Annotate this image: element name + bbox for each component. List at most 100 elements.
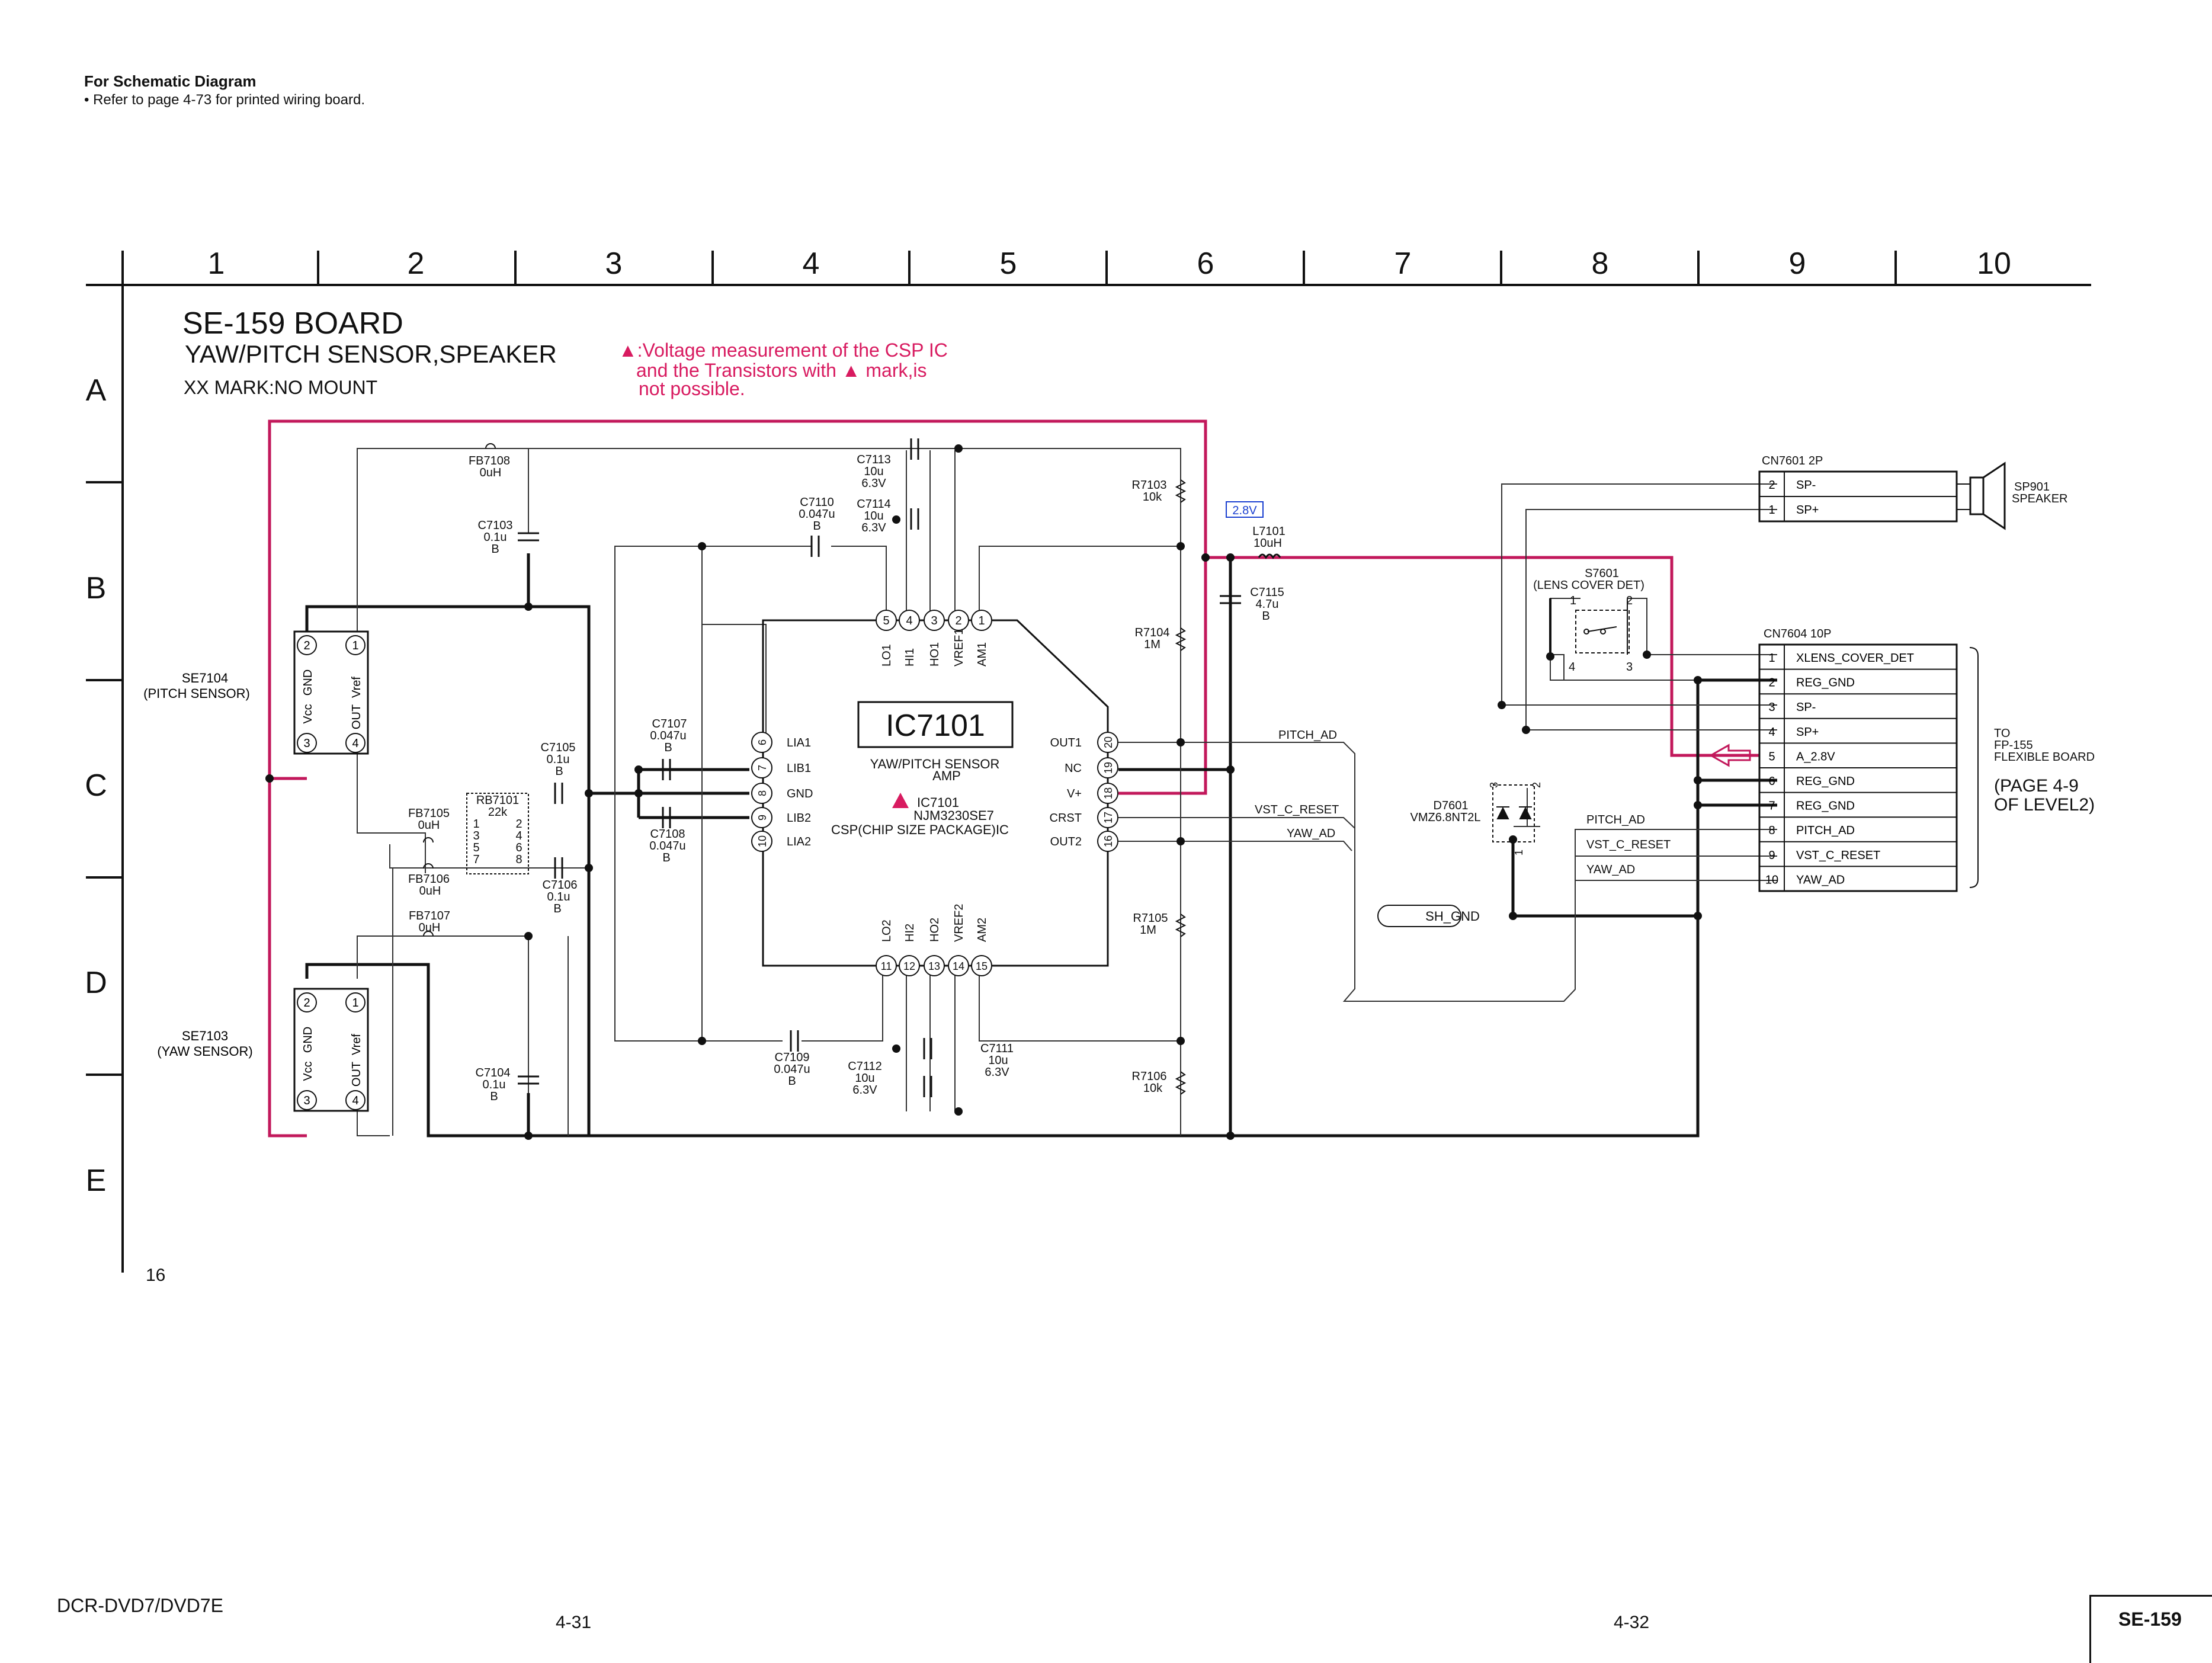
- ic-pin-number: 19: [1102, 762, 1114, 774]
- svg-text:Vcc: Vcc: [302, 704, 315, 723]
- ic-pin-number: 6: [756, 739, 768, 745]
- svg-text:0uH: 0uH: [419, 921, 441, 934]
- pitch-sensor: 2 1 3 4 GND Vref Vcc OUT SE7104 (PITCH S…: [143, 630, 369, 755]
- grid-col-label: 6: [1197, 246, 1214, 281]
- ic-pin-name: AM2: [976, 918, 989, 942]
- ic-pin-name: LIA2: [787, 835, 811, 848]
- ic-pin: [1097, 831, 1118, 852]
- svg-text:0.047u: 0.047u: [774, 1063, 810, 1076]
- board-name: SE-159 BOARD: [182, 306, 403, 341]
- svg-text:B: B: [555, 765, 563, 778]
- svg-text:B: B: [788, 1075, 796, 1088]
- ic-package: CSP(CHIP SIZE PACKAGE)IC: [831, 822, 1009, 837]
- svg-text:C7111: C7111: [980, 1042, 1014, 1055]
- svg-text:PITCH_AD: PITCH_AD: [1586, 813, 1645, 826]
- svg-text:8: 8: [515, 853, 522, 866]
- ic-pin-name: V+: [1067, 787, 1082, 800]
- svg-text:0.1u: 0.1u: [547, 753, 570, 766]
- svg-text:B: B: [664, 741, 672, 754]
- speaker-icon: [1969, 462, 2006, 530]
- cn7604-title: CN7604 10P: [1764, 627, 1832, 640]
- model-name: DCR-DVD7/DVD7E: [57, 1595, 223, 1616]
- svg-text:5: 5: [473, 841, 479, 854]
- ic-pin-number: 18: [1102, 787, 1114, 799]
- svg-text:0.1u: 0.1u: [483, 1078, 506, 1091]
- svg-text:0.047u: 0.047u: [799, 508, 835, 521]
- svg-text:FB7106: FB7106: [408, 873, 450, 886]
- ic-pin-name: LO1: [880, 644, 893, 667]
- svg-text:SP+: SP+: [1796, 504, 1819, 517]
- ic-pin: [751, 807, 772, 828]
- ic-pin: [971, 955, 992, 976]
- svg-text:6.3V: 6.3V: [861, 477, 886, 490]
- ic-pin-name: LIB1: [787, 762, 811, 775]
- connector-pin-name: REG_GND: [1796, 800, 1855, 813]
- ic-pin: [751, 783, 772, 804]
- svg-text:1: 1: [1513, 850, 1525, 855]
- grid-row-label: B: [86, 571, 107, 605]
- svg-text:4: 4: [352, 737, 358, 750]
- svg-text:C7110: C7110: [800, 496, 833, 509]
- grid-col-label: 3: [605, 246, 623, 281]
- svg-text:C7114: C7114: [857, 498, 890, 511]
- grid-row-label: D: [85, 966, 107, 1000]
- svg-text:VST_C_RESET: VST_C_RESET: [1586, 838, 1671, 851]
- ic-pin-number: 17: [1102, 812, 1114, 824]
- signal-labels: PITCH_AD VST_C_RESET YAW_AD PITCH_AD VST…: [1255, 729, 1671, 876]
- svg-text:R7106: R7106: [1132, 1070, 1167, 1083]
- header-title: For Schematic Diagram: [84, 72, 257, 90]
- svg-text:6.3V: 6.3V: [852, 1084, 877, 1097]
- svg-text:(PAGE 4-9: (PAGE 4-9: [1994, 776, 2079, 796]
- ic-part: NJM3230SE7: [913, 808, 994, 823]
- input-arrow-icon: [1708, 744, 1751, 767]
- svg-text:C7113: C7113: [857, 453, 890, 466]
- svg-text:1M: 1M: [1144, 638, 1161, 651]
- svg-text:VMZ6.8NT2L: VMZ6.8NT2L: [1410, 811, 1481, 824]
- svg-text:2: 2: [1768, 479, 1775, 492]
- svg-text:2: 2: [1531, 782, 1543, 788]
- svg-text:6.3V: 6.3V: [861, 521, 886, 534]
- svg-text:R7103: R7103: [1132, 479, 1167, 492]
- svg-text:R7105: R7105: [1133, 912, 1168, 925]
- svg-text:L7101: L7101: [1252, 525, 1285, 538]
- switch-s7601: 1 2 4 3: [1549, 594, 1633, 674]
- connector-pin-name: REG_GND: [1796, 775, 1855, 788]
- header-note: • Refer to page 4-73 for printed wiring …: [84, 92, 365, 108]
- svg-text:GND: GND: [302, 1027, 315, 1053]
- svg-text:10u: 10u: [855, 1072, 874, 1085]
- svg-text:7: 7: [473, 853, 479, 866]
- ic-pin: [948, 610, 969, 631]
- grid-row-label: E: [86, 1164, 107, 1198]
- ic-ref: IC7101: [886, 709, 985, 743]
- ic-pin: [1097, 732, 1118, 753]
- sh-gnd-label: SH_GND: [1377, 905, 1480, 927]
- yaw-sensor-label: (YAW SENSOR): [157, 1044, 252, 1059]
- svg-text:2: 2: [303, 996, 310, 1010]
- svg-text:B: B: [1262, 610, 1270, 623]
- svg-text:TO: TO: [1994, 727, 2010, 740]
- ic-pin-name: HO1: [928, 642, 941, 667]
- connector-pin-number: 3: [1768, 701, 1775, 714]
- warning-line: ▲:Voltage measurement of the CSP IC: [618, 339, 948, 361]
- svg-text:6.3V: 6.3V: [985, 1066, 1009, 1079]
- sheet-number: 16: [146, 1265, 165, 1285]
- connector-pin-name: VST_C_RESET: [1796, 849, 1880, 862]
- svg-text:1: 1: [352, 996, 358, 1010]
- ic-pin-number: 11: [881, 960, 892, 972]
- grid-col-label: 4: [803, 246, 820, 281]
- pitch-sensor-label: (PITCH SENSOR): [143, 686, 250, 701]
- signal-traces: [357, 448, 1777, 1136]
- page-number-right: 4-32: [1614, 1613, 1650, 1632]
- svg-text:OF LEVEL2): OF LEVEL2): [1994, 795, 2095, 815]
- svg-text:1: 1: [1768, 504, 1775, 517]
- ic-pin-number: 16: [1102, 835, 1114, 847]
- page-header: For Schematic Diagram • Refer to page 4-…: [84, 72, 365, 108]
- diode-d7601: 3 2 1: [1488, 782, 1543, 855]
- ic-pin-number: 14: [953, 960, 964, 972]
- ic-pin: [751, 757, 772, 778]
- speaker-label: SPEAKER: [2012, 492, 2067, 505]
- svg-text:3: 3: [303, 737, 310, 750]
- ic-pin-name: LIA1: [787, 736, 811, 749]
- warning-line: and the Transistors with ▲ mark,is: [636, 360, 927, 381]
